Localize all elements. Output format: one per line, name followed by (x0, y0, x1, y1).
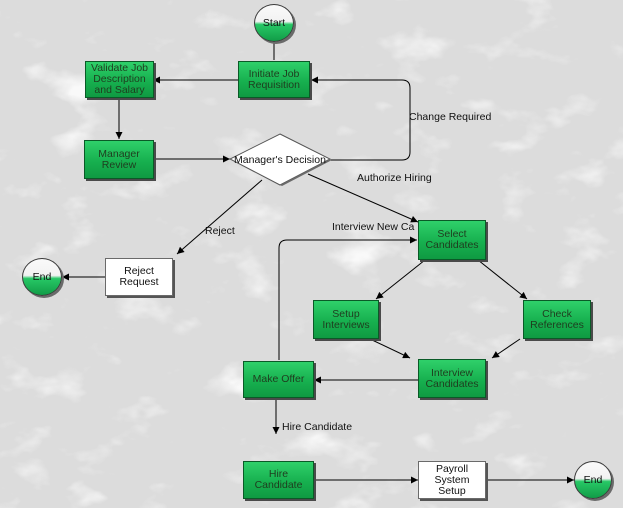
reject-request-node[interactable]: Reject Request (105, 258, 173, 296)
managers-decision-node[interactable]: Manager's Decision (229, 133, 331, 186)
payroll-system-setup-node[interactable]: Payroll System Setup (418, 461, 486, 499)
end-node-left[interactable]: End (22, 258, 62, 296)
interview-candidates-node[interactable]: Interview Candidates (418, 359, 486, 398)
label-interview-new-candidates: Interview New Ca (332, 221, 415, 233)
label-reject: Reject (205, 225, 235, 237)
decision-label: Manager's Decision (234, 153, 326, 166)
edge-select-check (477, 259, 528, 300)
setup-interviews-node[interactable]: Setup Interviews (313, 300, 379, 339)
make-offer-node[interactable]: Make Offer (243, 361, 314, 398)
edge-setup-interview (369, 338, 411, 359)
label-authorize-hiring: Authorize Hiring (357, 172, 432, 184)
hire-candidate-node[interactable]: Hire Candidate (243, 461, 314, 499)
edge-select-setup (375, 259, 426, 300)
validate-job-description-node[interactable]: Validate Job Description and Salary (85, 61, 154, 98)
edge-check-interview (491, 338, 521, 359)
edge-decision-change-required (311, 76, 411, 161)
end-node-right[interactable]: End (574, 461, 612, 499)
edge-offer-select (278, 236, 417, 360)
edge-decision-reject (176, 179, 263, 255)
start-node[interactable]: Start (254, 4, 294, 42)
decision-diamond-shape (229, 133, 331, 186)
select-candidates-node[interactable]: Select Candidates (418, 220, 486, 260)
label-hire-candidate: Hire Candidate (282, 421, 353, 433)
check-references-node[interactable]: Check References (523, 300, 591, 339)
edge-decision-select (307, 173, 419, 223)
manager-review-node[interactable]: Manager Review (84, 140, 154, 179)
label-change-required: Change Required (409, 111, 492, 123)
initiate-job-requisition-node[interactable]: Initiate Job Requisition (238, 61, 310, 98)
